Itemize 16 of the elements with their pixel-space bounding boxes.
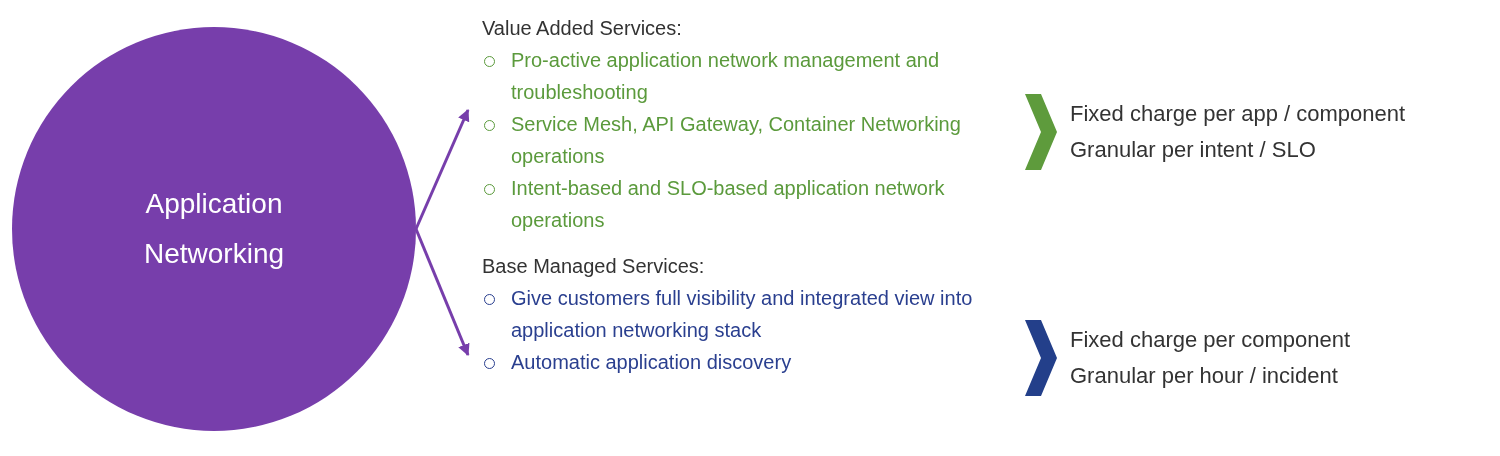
bullet-text: Pro-active application network management and troubleshooting: [511, 48, 941, 105]
bullet-text: Automatic application discovery: [511, 350, 792, 375]
arrow: [414, 108, 470, 230]
topic-title: Application Networking: [142, 187, 286, 271]
pricing-text: Fixed charge per component: [1070, 326, 1352, 354]
chevron-arrow: [1025, 320, 1057, 396]
bullet-text: Intent-based and SLO-based application network operations: [511, 176, 946, 233]
chevron-arrow: [1025, 94, 1057, 170]
bullet-text: Service Mesh, API Gateway, Container Networking operations: [511, 112, 962, 169]
pricing-text: Fixed charge per app / component: [1070, 100, 1407, 128]
pricing-text: Granular per intent / SLO: [1070, 136, 1317, 164]
section-heading: Value Added Services:: [481, 16, 683, 41]
bullet-text: Give customers full visibility and integrated view into application networking stack: [511, 286, 974, 343]
section-heading: Base Managed Services:: [481, 254, 706, 279]
arrow: [414, 228, 470, 357]
pricing-text: Granular per hour / incident: [1070, 362, 1339, 390]
